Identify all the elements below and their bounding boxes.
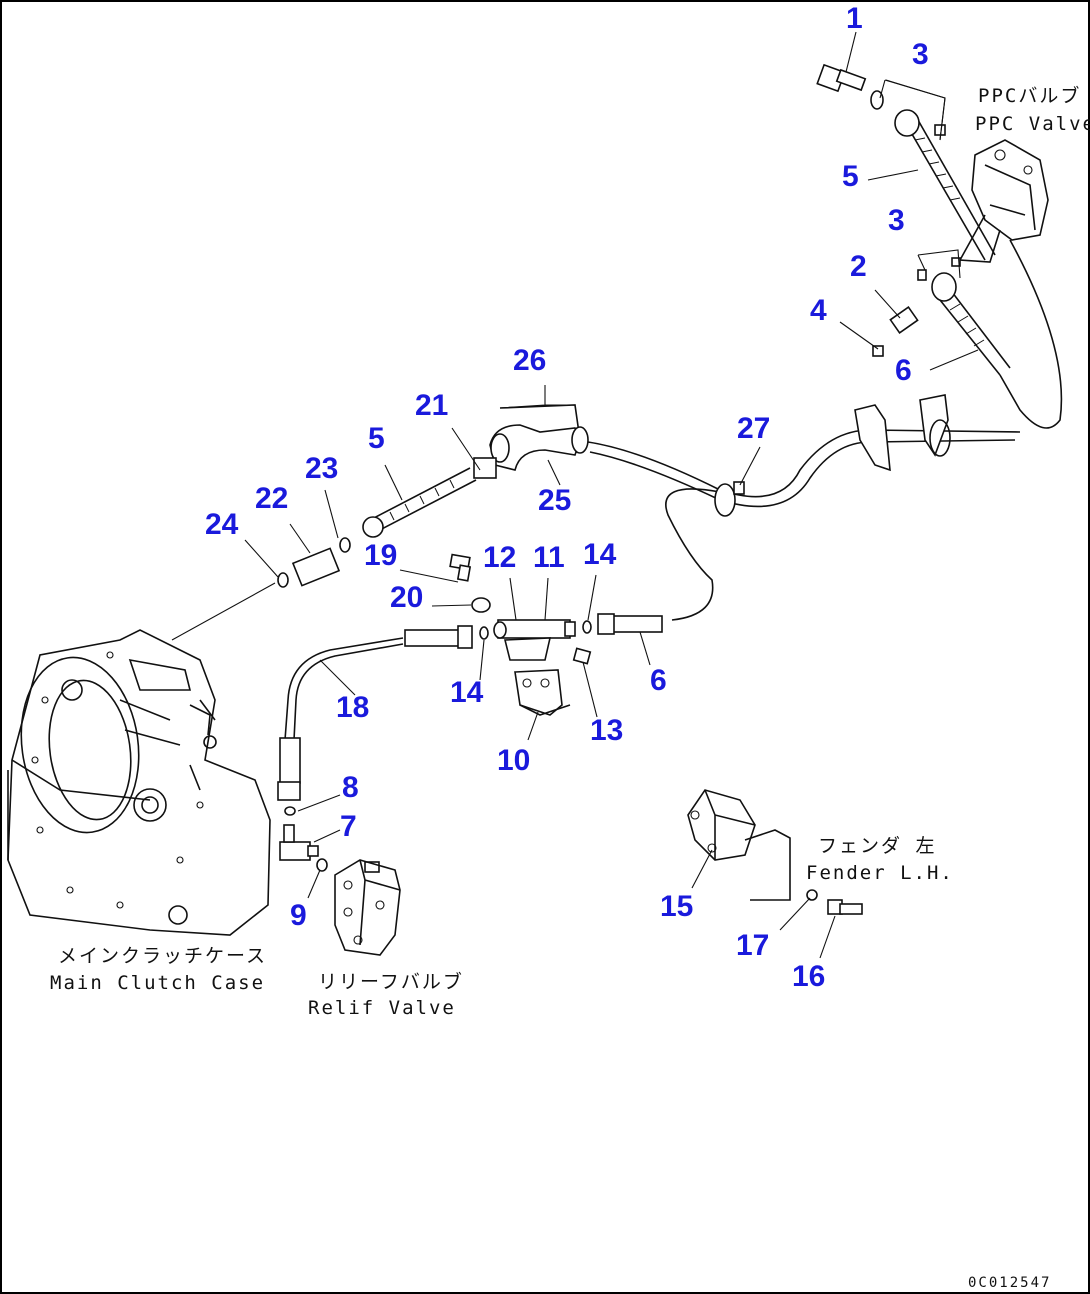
- callout-27: 27: [737, 412, 770, 445]
- callout-5-lower: 5: [368, 422, 385, 455]
- ppc-valve-label-en: PPC Valve: [975, 113, 1090, 135]
- callout-16: 16: [792, 960, 825, 993]
- relief-valve-label-en: Relif Valve: [308, 997, 456, 1019]
- text-labels: PPCバルブ PPC Valve フェンダ 左 Fender L.H. メインク…: [50, 84, 1090, 1291]
- callout-14-upper: 14: [583, 538, 617, 571]
- callout-7: 7: [340, 810, 357, 843]
- callout-14-lower: 14: [450, 676, 484, 709]
- callout-8: 8: [342, 771, 359, 804]
- callout-26: 26: [513, 344, 546, 377]
- callout-20: 20: [390, 581, 423, 614]
- ppc-valve-drawing: [958, 139, 1049, 263]
- hose-lines: [277, 119, 1063, 801]
- fender-label-en: Fender L.H.: [806, 862, 954, 884]
- main-clutch-case-label-en: Main Clutch Case: [50, 972, 265, 994]
- callout-3-lower: 3: [888, 204, 905, 237]
- fender-label-jp: フェンダ 左: [818, 835, 936, 857]
- callout-2: 2: [850, 250, 867, 283]
- small-parts: [171, 63, 961, 915]
- callout-1: 1: [846, 2, 863, 35]
- callout-17: 17: [736, 929, 769, 962]
- callout-25: 25: [538, 484, 571, 517]
- drawing-code: 0C012547: [968, 1275, 1051, 1291]
- callout-15: 15: [660, 890, 693, 923]
- callout-23: 23: [305, 452, 338, 485]
- main-clutch-case-label-jp: メインクラッチケース: [58, 945, 267, 967]
- callout-3-upper: 3: [912, 38, 929, 71]
- callout-24: 24: [205, 508, 239, 541]
- callout-22: 22: [255, 482, 288, 515]
- callout-21: 21: [415, 389, 448, 422]
- leader-lines: [244, 31, 979, 959]
- callout-19: 19: [364, 539, 397, 572]
- callout-9: 9: [290, 899, 307, 932]
- callout-11: 11: [533, 541, 565, 574]
- callout-18: 18: [336, 691, 369, 724]
- relief-valve-drawing: [334, 859, 401, 956]
- callout-6-upper: 6: [895, 354, 912, 387]
- callout-12: 12: [483, 541, 516, 574]
- main-clutch-case-drawing: [7, 629, 271, 936]
- callout-6-lower: 6: [650, 664, 667, 697]
- callout-10: 10: [497, 744, 530, 777]
- callout-5-upper: 5: [842, 160, 859, 193]
- relief-valve-label-jp: リリーフバルブ: [318, 970, 464, 993]
- callout-numbers: 1 3 5 3 2 4 6 26 21 27 5 23 25 22 24 19 …: [205, 2, 929, 993]
- ppc-valve-label-jp: PPCバルブ: [978, 84, 1081, 107]
- callout-4: 4: [810, 294, 827, 327]
- callout-13: 13: [590, 714, 623, 747]
